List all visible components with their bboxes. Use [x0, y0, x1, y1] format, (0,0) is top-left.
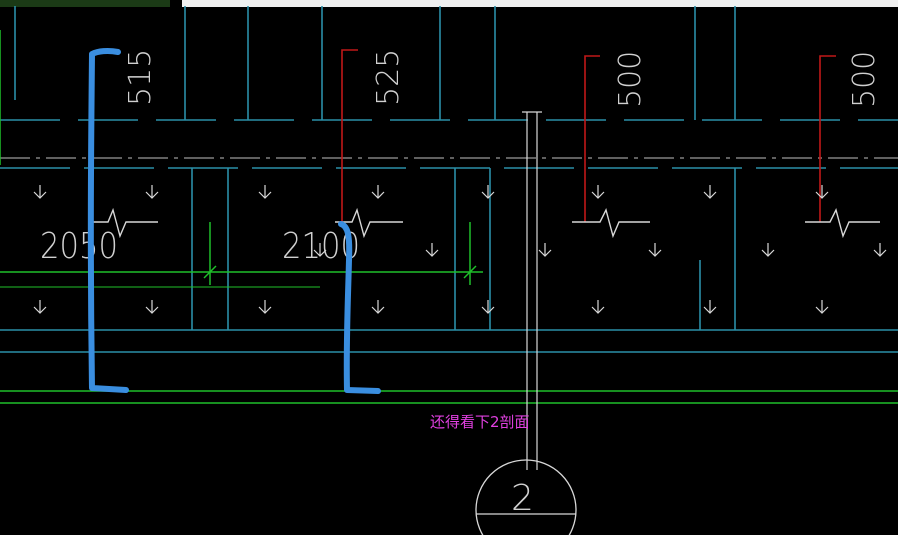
markup-bracket-right[interactable]	[338, 221, 381, 394]
arrow-down-icon	[33, 300, 47, 314]
arrow-down-icon	[761, 243, 775, 257]
arrow-down-icon	[648, 243, 662, 257]
arrow-down-icon	[815, 300, 829, 314]
green-lines	[0, 30, 898, 404]
load-arrows	[33, 185, 887, 314]
arrow-down-icon	[591, 300, 605, 314]
blue-markup-brackets[interactable]	[87, 47, 381, 394]
section-cut-lines	[522, 111, 542, 470]
dimension-label-2050: 2050	[40, 226, 118, 267]
arrow-down-icon	[481, 300, 495, 314]
arrow-down-icon	[33, 185, 47, 199]
break-line-icon	[805, 208, 880, 239]
arrow-down-icon	[145, 300, 159, 314]
markup-bracket-left[interactable]	[87, 47, 129, 393]
top-window-strip	[0, 0, 898, 7]
arrow-down-icon	[538, 243, 552, 257]
red-leader-lines	[341, 49, 836, 222]
review-annotation: 还得看下2剖面	[430, 413, 530, 431]
arrow-down-icon	[371, 185, 385, 199]
section-marker-label: 2	[511, 478, 534, 519]
arrow-down-icon	[481, 185, 495, 199]
break-line-icon	[90, 207, 158, 239]
top-strip-left	[0, 0, 170, 7]
dimension-label-500-a: 500	[613, 51, 648, 108]
dimension-label-500-b: 500	[847, 51, 882, 108]
break-line-icon	[335, 207, 403, 239]
break-line-icon	[572, 208, 650, 239]
arrow-down-icon	[258, 185, 272, 199]
arrow-down-icon	[873, 243, 887, 257]
top-strip-right	[182, 0, 898, 7]
arrow-down-icon	[371, 300, 385, 314]
cyan-structure-lines	[0, 6, 898, 353]
dimension-label-515: 515	[123, 49, 158, 106]
arrow-down-icon	[145, 185, 159, 199]
arrow-down-icon	[425, 243, 439, 257]
break-line-symbols	[90, 207, 880, 239]
dimension-label-525: 525	[371, 49, 406, 106]
arrow-down-icon	[258, 300, 272, 314]
arrow-down-icon	[815, 185, 829, 199]
section-circle-icon[interactable]: 2	[475, 459, 577, 535]
arrow-down-icon	[591, 185, 605, 199]
arrow-down-icon	[313, 243, 327, 257]
arrow-down-icon	[703, 300, 717, 314]
arrow-down-icon	[703, 185, 717, 199]
